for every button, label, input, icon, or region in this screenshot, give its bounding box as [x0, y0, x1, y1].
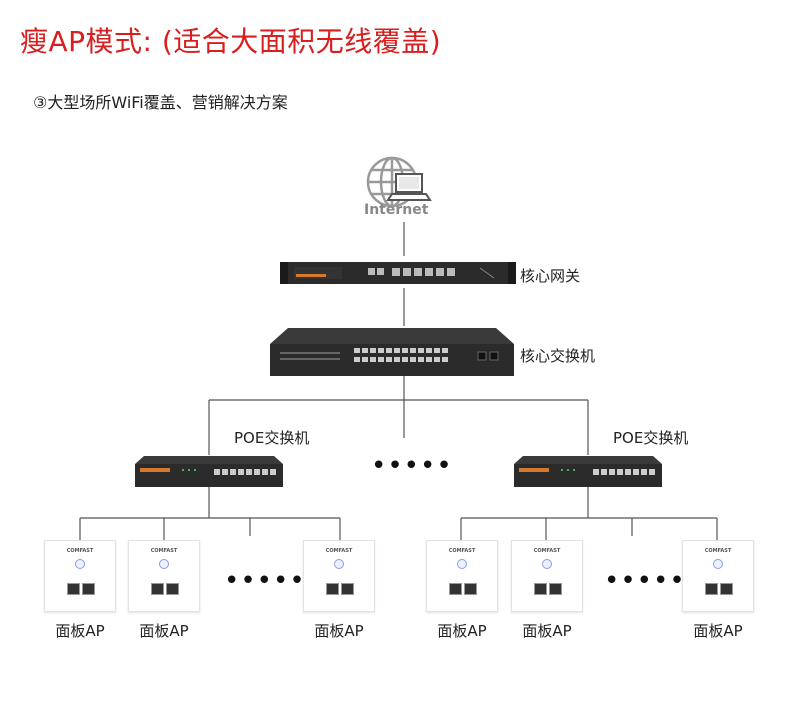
panel-ap-5: COMFAST	[511, 540, 583, 612]
status-led-icon	[334, 559, 344, 569]
status-led-icon	[457, 559, 467, 569]
ethernet-port-icon	[464, 583, 477, 595]
ethernet-port-icon	[166, 583, 179, 595]
panel-ellipsis-right: •••••	[604, 566, 686, 596]
switch-ellipsis: •••••	[371, 451, 453, 481]
panel-ellipsis-left: •••••	[224, 566, 306, 596]
status-led-icon	[75, 559, 85, 569]
panel-ap-4: COMFAST	[426, 540, 498, 612]
panel-brand: COMFAST	[448, 548, 476, 554]
poe-switch-right-icon	[514, 456, 662, 487]
poe-switch-right-label: POE交换机	[613, 429, 689, 447]
panel-ap-2: COMFAST	[128, 540, 200, 612]
panel-brand: COMFAST	[325, 548, 353, 554]
panel-ap-label: 面板AP	[693, 622, 743, 640]
poe-switch-left-icon	[135, 456, 283, 487]
panel-brand: COMFAST	[150, 548, 178, 554]
status-led-icon	[159, 559, 169, 569]
ethernet-port-icon	[326, 583, 339, 595]
ethernet-port-icon	[549, 583, 562, 595]
panel-ap-label: 面板AP	[437, 622, 487, 640]
panel-ap-3: COMFAST	[303, 540, 375, 612]
panel-ap-1: COMFAST	[44, 540, 116, 612]
ethernet-port-icon	[449, 583, 462, 595]
status-led-icon	[713, 559, 723, 569]
poe-switch-left-label: POE交换机	[234, 429, 310, 447]
ethernet-port-icon	[720, 583, 733, 595]
internet-globe-icon	[366, 156, 432, 208]
gateway-label: 核心网关	[520, 267, 581, 285]
core-switch-icon	[270, 328, 514, 376]
ethernet-port-icon	[341, 583, 354, 595]
gateway-router-icon	[280, 262, 516, 284]
panel-ap-label: 面板AP	[522, 622, 572, 640]
ethernet-port-icon	[151, 583, 164, 595]
panel-ap-6: COMFAST	[682, 540, 754, 612]
panel-ap-label: 面板AP	[314, 622, 364, 640]
panel-ap-label: 面板AP	[55, 622, 105, 640]
ethernet-port-icon	[67, 583, 80, 595]
page-subtitle: ③大型场所WiFi覆盖、营销解决方案	[33, 93, 288, 112]
core-switch-label: 核心交换机	[520, 347, 596, 365]
panel-brand: COMFAST	[533, 548, 561, 554]
ethernet-port-icon	[534, 583, 547, 595]
internet-label: Internet	[364, 202, 429, 218]
panel-brand: COMFAST	[704, 548, 732, 554]
panel-ap-label: 面板AP	[139, 622, 189, 640]
page-title: 瘦AP模式: (适合大面积无线覆盖)	[20, 25, 442, 58]
ethernet-port-icon	[705, 583, 718, 595]
status-led-icon	[542, 559, 552, 569]
ethernet-port-icon	[82, 583, 95, 595]
panel-brand: COMFAST	[66, 548, 94, 554]
